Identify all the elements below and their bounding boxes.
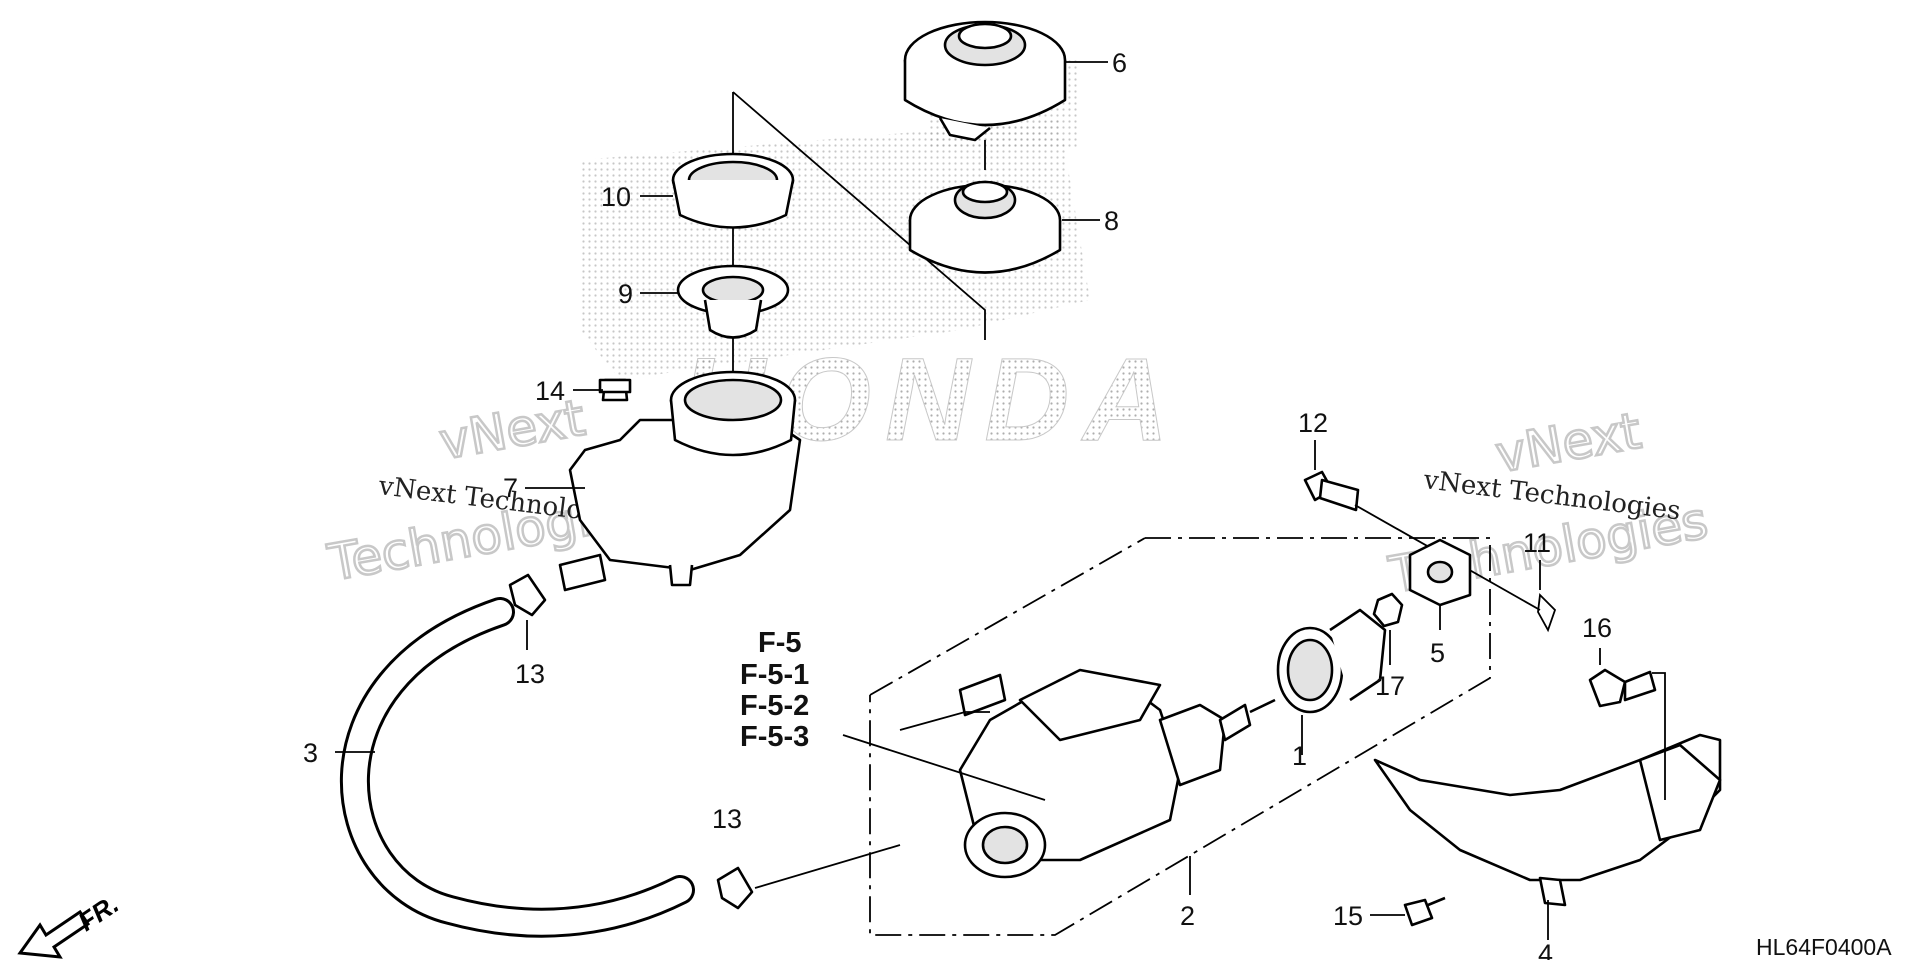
callout-13-lower: 13 bbox=[712, 804, 742, 834]
guide-line-cap bbox=[732, 91, 986, 340]
callout-7: 7 bbox=[503, 473, 518, 503]
ref-f5-1: F-5-1 bbox=[740, 659, 809, 691]
part-13-clamp-upper bbox=[508, 573, 547, 617]
callout-11: 11 bbox=[1523, 528, 1551, 558]
part-6-cap bbox=[903, 20, 1067, 142]
part-4-cover bbox=[1373, 733, 1722, 907]
callout-15: 15 bbox=[1333, 901, 1363, 931]
part-2-master-cylinder bbox=[958, 668, 1276, 879]
callout-16: 16 bbox=[1582, 613, 1612, 643]
ref-f5-3: F-5-3 bbox=[740, 721, 809, 753]
callout-17: 17 bbox=[1375, 671, 1405, 701]
part-12-bolt bbox=[1303, 470, 1360, 512]
part-10-seal bbox=[671, 152, 795, 229]
callout-1: 1 bbox=[1292, 741, 1307, 771]
callout-4: 4 bbox=[1538, 939, 1553, 960]
part-5-joint bbox=[1408, 538, 1472, 607]
watermark-line1: vNext bbox=[435, 389, 589, 471]
part-8-plate bbox=[908, 180, 1062, 274]
diagram-code: HL64F0400A bbox=[1756, 934, 1892, 960]
callout-9: 9 bbox=[618, 279, 633, 309]
part-1-boot bbox=[1276, 608, 1387, 714]
callout-14: 14 bbox=[535, 376, 565, 406]
reference-labels: F-5 F-5-1 F-5-2 F-5-3 bbox=[740, 627, 809, 753]
part-13-clamp-lower bbox=[716, 866, 754, 910]
assembly-boundary bbox=[869, 537, 1491, 936]
callout-10: 10 bbox=[601, 182, 631, 212]
front-direction-indicator: FR. bbox=[17, 889, 124, 959]
callout-12: 12 bbox=[1298, 408, 1328, 438]
ref-f5-2: F-5-2 bbox=[740, 690, 809, 722]
front-arrow-icon bbox=[17, 909, 91, 959]
callout-5: 5 bbox=[1430, 638, 1445, 668]
callout-labels: 1 2 3 4 5 6 7 8 9 10 11 12 13 13 14 15 1… bbox=[303, 48, 1612, 960]
part-17-nut bbox=[1372, 592, 1404, 628]
part-16-clip bbox=[1588, 668, 1657, 708]
callout-6: 6 bbox=[1112, 48, 1127, 78]
callout-13-upper: 13 bbox=[515, 659, 545, 689]
part-15-bolt bbox=[1403, 896, 1446, 927]
callout-2: 2 bbox=[1180, 901, 1195, 931]
callout-3: 3 bbox=[303, 738, 318, 768]
part-9-float bbox=[676, 264, 790, 339]
ref-f5: F-5 bbox=[758, 627, 802, 659]
part-11-clip bbox=[1537, 593, 1557, 633]
part-14-bolt bbox=[598, 378, 632, 402]
callout-8: 8 bbox=[1104, 206, 1119, 236]
part-7-reservoir bbox=[558, 370, 802, 592]
watermark-line1-right: vNext bbox=[1491, 402, 1645, 484]
part-3-hose bbox=[340, 597, 695, 938]
leader-lines bbox=[335, 61, 1601, 940]
